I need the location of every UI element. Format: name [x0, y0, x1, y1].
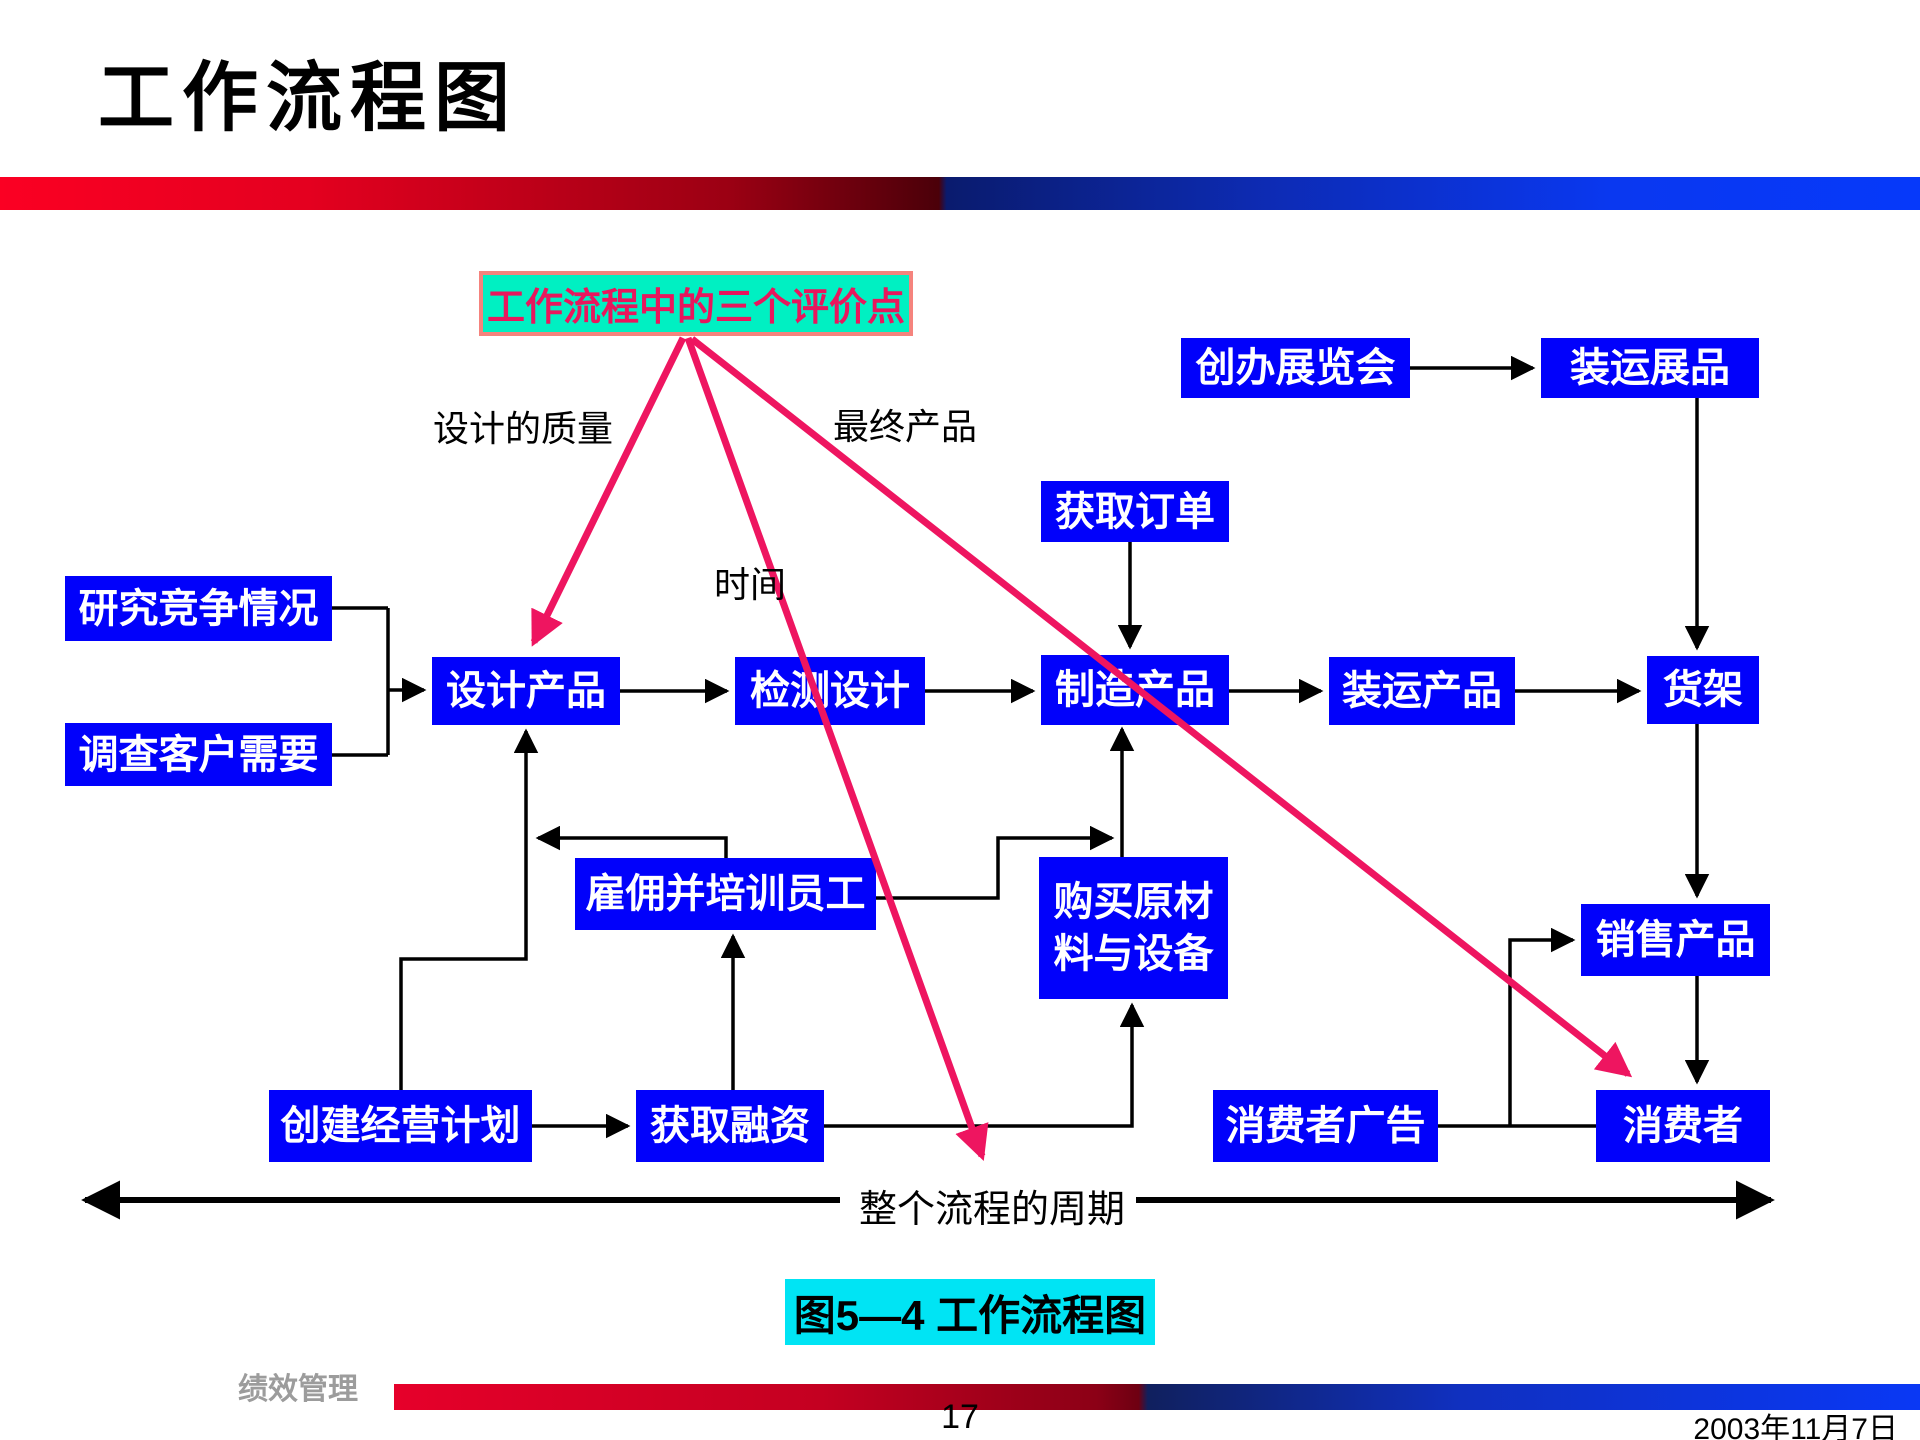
slide-date: 2003年11月7日 [1693, 1413, 1898, 1440]
flow-box-start-exhibition: 创办展览会 [1181, 338, 1410, 398]
flow-box-get-orders: 获取订单 [1041, 481, 1229, 542]
flow-box-research-competition: 研究竞争情况 [65, 576, 332, 641]
flow-box-manufacture-product: 制造产品 [1041, 655, 1229, 725]
flow-box-create-business-plan: 创建经营计划 [269, 1090, 532, 1162]
title-divider-gradient-bar [0, 177, 1920, 210]
flow-box-consumer-advertising: 消费者广告 [1213, 1090, 1438, 1162]
flow-box-hire-train-staff: 雇佣并培训员工 [575, 858, 876, 930]
flow-box-get-financing: 获取融资 [636, 1090, 824, 1162]
flow-box-survey-customer-needs: 调查客户需要 [65, 723, 332, 786]
flow-box-ship-exhibits: 装运展品 [1541, 338, 1759, 398]
process-cycle-label: 整个流程的周期 [858, 1189, 1125, 1231]
page-number: 17 [941, 1398, 979, 1436]
footer-gradient-bar [394, 1384, 1920, 1410]
flow-box-buy-materials: 购买原材料与设备 [1039, 857, 1228, 999]
flow-box-shelf: 货架 [1647, 656, 1759, 724]
flow-box-ship-product: 装运产品 [1329, 657, 1515, 725]
flow-box-sell-product: 销售产品 [1581, 904, 1770, 976]
page-title: 工作流程图 [98, 56, 518, 141]
footer-brand: 绩效管理 [238, 1373, 358, 1406]
flow-box-consumer: 消费者 [1596, 1090, 1770, 1162]
figure-caption: 图5—4 工作流程图 [785, 1279, 1155, 1345]
evaluation-points-callout: 工作流程中的三个评价点 [479, 271, 913, 336]
label-final-product: 最终产品 [833, 407, 978, 447]
label-design-quality: 设计的质量 [433, 409, 614, 449]
flow-box-design-product: 设计产品 [432, 657, 620, 725]
flow-box-test-design: 检测设计 [735, 657, 925, 725]
label-time: 时间 [714, 565, 787, 605]
